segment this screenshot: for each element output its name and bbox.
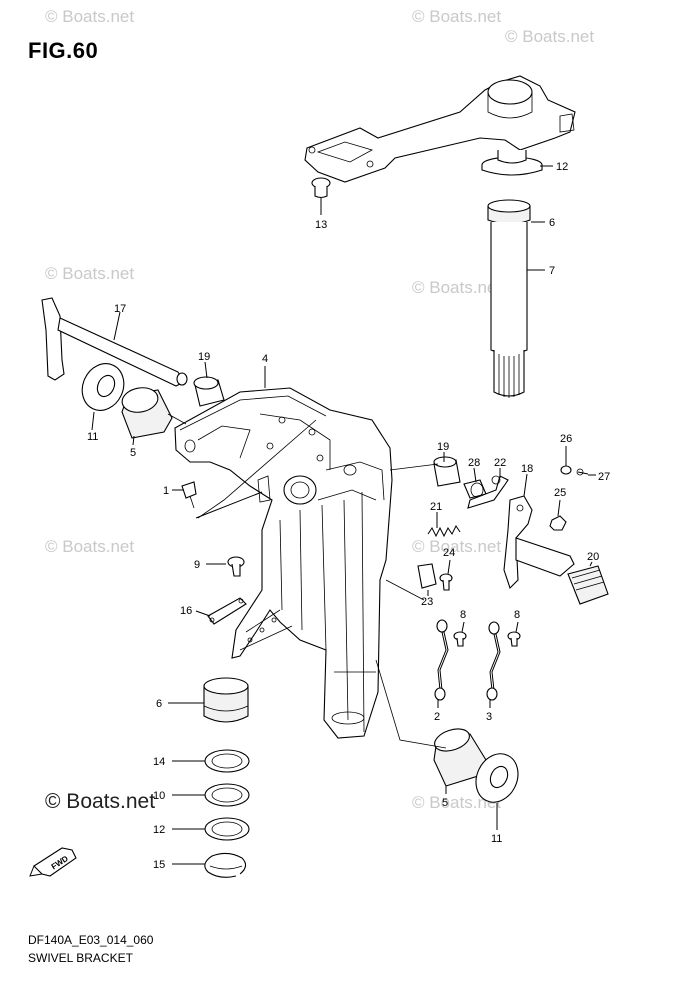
callout: 10	[153, 790, 165, 802]
watermark: © Boats.net	[412, 278, 501, 297]
swivel-bracket-part	[174, 387, 393, 739]
callout: 17	[114, 303, 126, 315]
spring-21-part	[427, 525, 461, 538]
callout: 23	[421, 596, 433, 608]
watermark-layer: © Boats.net © Boats.net © Boats.net © Bo…	[45, 7, 594, 813]
watermark: © Boats.net	[412, 7, 501, 26]
callout: 1	[163, 485, 169, 497]
fwd-arrow-icon: FWD	[29, 847, 77, 877]
nut-25-part	[549, 515, 567, 531]
tilt-rod-part	[41, 297, 188, 387]
callout: 6	[156, 698, 162, 710]
watermark-strong: © Boats.net	[45, 790, 155, 813]
leader-lines	[91, 165, 596, 865]
callout: 11	[87, 431, 98, 443]
watermark: © Boats.net	[45, 7, 134, 26]
bushing-5-left-part	[121, 387, 173, 439]
callout: 24	[443, 547, 455, 559]
pin-27-part	[576, 468, 589, 476]
callout: 3	[486, 711, 492, 723]
callout: 11	[491, 833, 502, 845]
washer-10-part	[204, 783, 250, 807]
bolt-13-part	[311, 177, 331, 199]
bolt-8-left-part	[453, 631, 467, 647]
callout: 5	[130, 447, 136, 459]
lever-18-part	[503, 495, 575, 590]
watermark: © Boats.net	[412, 537, 501, 556]
callout: 21	[430, 501, 442, 513]
callout: 14	[153, 756, 165, 768]
pedal-20-part	[567, 565, 609, 605]
ground-wire-3-part	[486, 621, 501, 701]
bushing-19-right-part	[433, 456, 461, 487]
bolt-24-part	[439, 573, 453, 591]
callout: 15	[153, 859, 165, 871]
callout: 4	[262, 353, 268, 365]
callout: 13	[315, 219, 327, 231]
watermark: © Boats.net	[45, 537, 134, 556]
ground-wire-2-part	[434, 619, 449, 701]
watermark: © Boats.net	[45, 264, 134, 283]
bushing-6-lower-part	[203, 677, 249, 723]
callout: 25	[554, 487, 566, 499]
callout: 12	[153, 824, 165, 836]
washer-14-part	[204, 749, 250, 773]
figure-name: SWIVEL BRACKET	[28, 951, 133, 965]
bolt-8-right-part	[507, 631, 521, 647]
bushing-5-right-part	[433, 728, 487, 787]
plate-16-part	[207, 597, 247, 625]
callout: 27	[598, 471, 610, 483]
callout: 9	[194, 559, 200, 571]
callout: 8	[460, 609, 466, 621]
callout: 26	[560, 433, 572, 445]
callout: 19	[437, 441, 449, 453]
figure-code: DF140A_E03_014_060	[28, 933, 154, 947]
callout: 6	[549, 217, 555, 229]
watermark: © Boats.net	[412, 793, 501, 812]
fig-title: FIG.60	[28, 38, 99, 63]
lever-22-part	[467, 475, 509, 509]
washer-11-right-part	[475, 753, 519, 803]
callout: 28	[468, 457, 480, 469]
steering-arm-part	[304, 75, 576, 183]
callout: 16	[180, 605, 192, 617]
bushing-19-left-part	[193, 376, 225, 407]
callout: 5	[442, 797, 448, 809]
washer-11-left-part	[81, 363, 125, 411]
callout: 22	[494, 457, 506, 469]
bolt-9-part	[227, 556, 245, 577]
steering-shaft-part	[481, 150, 543, 398]
callout-numbers: 12 6 7 13 17 19 4 11 5 1 19 28 22 26 27 …	[87, 161, 610, 871]
callout: 12	[556, 161, 568, 173]
callout: 2	[434, 711, 440, 723]
callout: 7	[549, 265, 555, 277]
callout: 20	[587, 551, 599, 563]
callout: 18	[521, 463, 533, 475]
washer-12-part	[204, 817, 250, 841]
bolt-1-part	[181, 481, 197, 509]
washer-26-part	[560, 465, 572, 475]
snap-ring-15-part	[204, 852, 247, 878]
callout: 19	[198, 351, 210, 363]
callout: 8	[514, 609, 520, 621]
watermark: © Boats.net	[505, 27, 594, 46]
plate-23-part	[417, 563, 437, 589]
